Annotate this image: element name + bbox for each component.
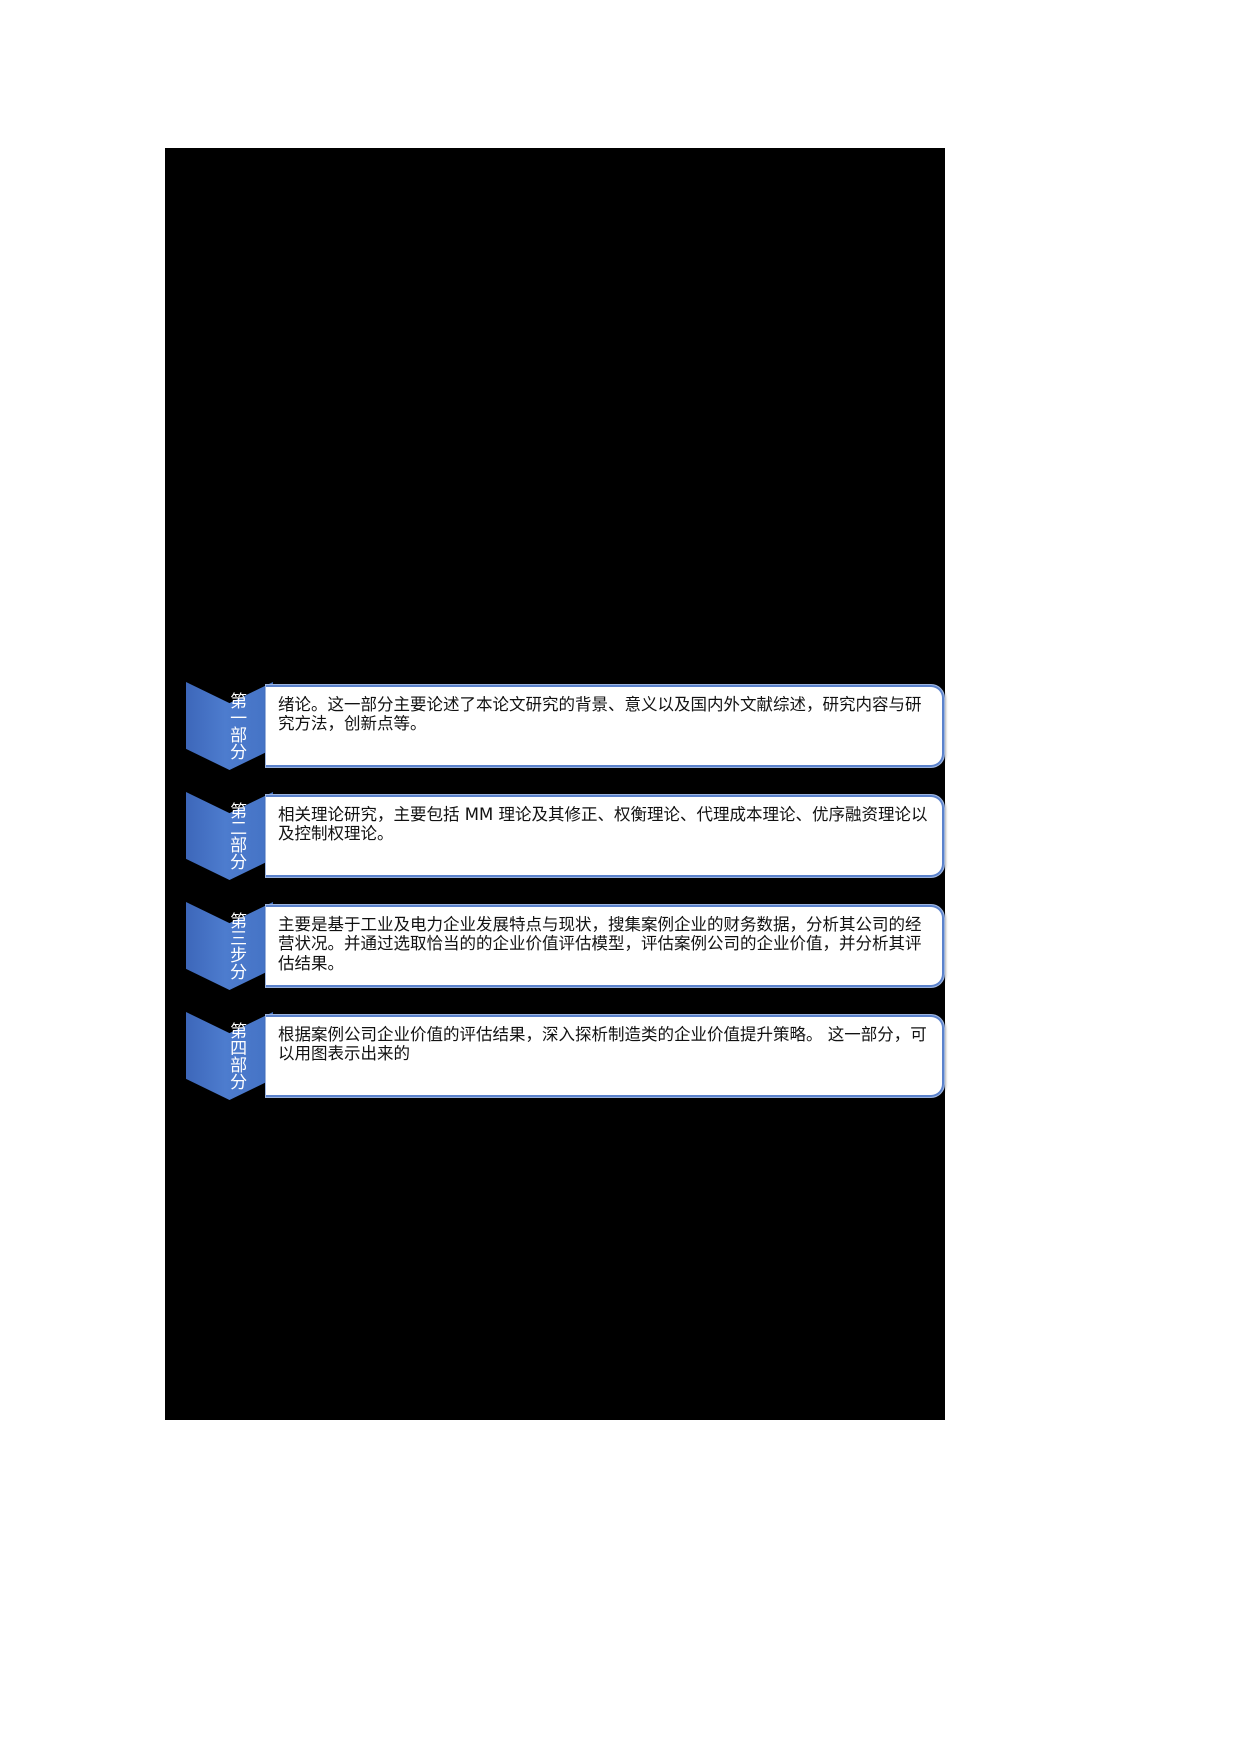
row-body-text: 绪论。这一部分主要论述了本论文研究的背景、意义以及国内外文献综述，研究内容与研究…	[278, 695, 922, 734]
slide-canvas	[165, 148, 945, 1420]
process-row[interactable]: 第二部分 相关理论研究，主要包括 MM 理论及其修正、权衡理论、代理成本理论、优…	[165, 792, 945, 880]
chevron-label: 第二部分	[227, 802, 247, 870]
row-text-box[interactable]: 主要是基于工业及电力企业发展特点与现状，搜集案例企业的财务数据，分析其公司的经营…	[265, 904, 945, 988]
row-text-box[interactable]: 相关理论研究，主要包括 MM 理论及其修正、权衡理论、代理成本理论、优序融资理论…	[265, 794, 945, 878]
row-body-text: 根据案例公司企业价值的评估结果，深入探析制造类的企业价值提升策略。 这一部分，可…	[278, 1025, 927, 1064]
row-text-box[interactable]: 根据案例公司企业价值的评估结果，深入探析制造类的企业价值提升策略。 这一部分，可…	[265, 1014, 945, 1098]
process-row[interactable]: 第四部分 根据案例公司企业价值的评估结果，深入探析制造类的企业价值提升策略。 这…	[165, 1012, 945, 1100]
row-text-box[interactable]: 绪论。这一部分主要论述了本论文研究的背景、意义以及国内外文献综述，研究内容与研究…	[265, 684, 945, 768]
chevron-label: 第四部分	[227, 1022, 247, 1090]
row-body-text: 相关理论研究，主要包括 MM 理论及其修正、权衡理论、代理成本理论、优序融资理论…	[278, 805, 928, 844]
process-row[interactable]: 第一部分 绪论。这一部分主要论述了本论文研究的背景、意义以及国内外文献综述，研究…	[165, 682, 945, 770]
process-row[interactable]: 第三步分 主要是基于工业及电力企业发展特点与现状，搜集案例企业的财务数据，分析其…	[165, 902, 945, 990]
chevron-label: 第三步分	[227, 912, 247, 980]
row-body-text: 主要是基于工业及电力企业发展特点与现状，搜集案例企业的财务数据，分析其公司的经营…	[278, 915, 922, 973]
chevron-label: 第一部分	[227, 692, 247, 760]
process-list: 第一部分 绪论。这一部分主要论述了本论文研究的背景、意义以及国内外文献综述，研究…	[165, 148, 945, 1420]
